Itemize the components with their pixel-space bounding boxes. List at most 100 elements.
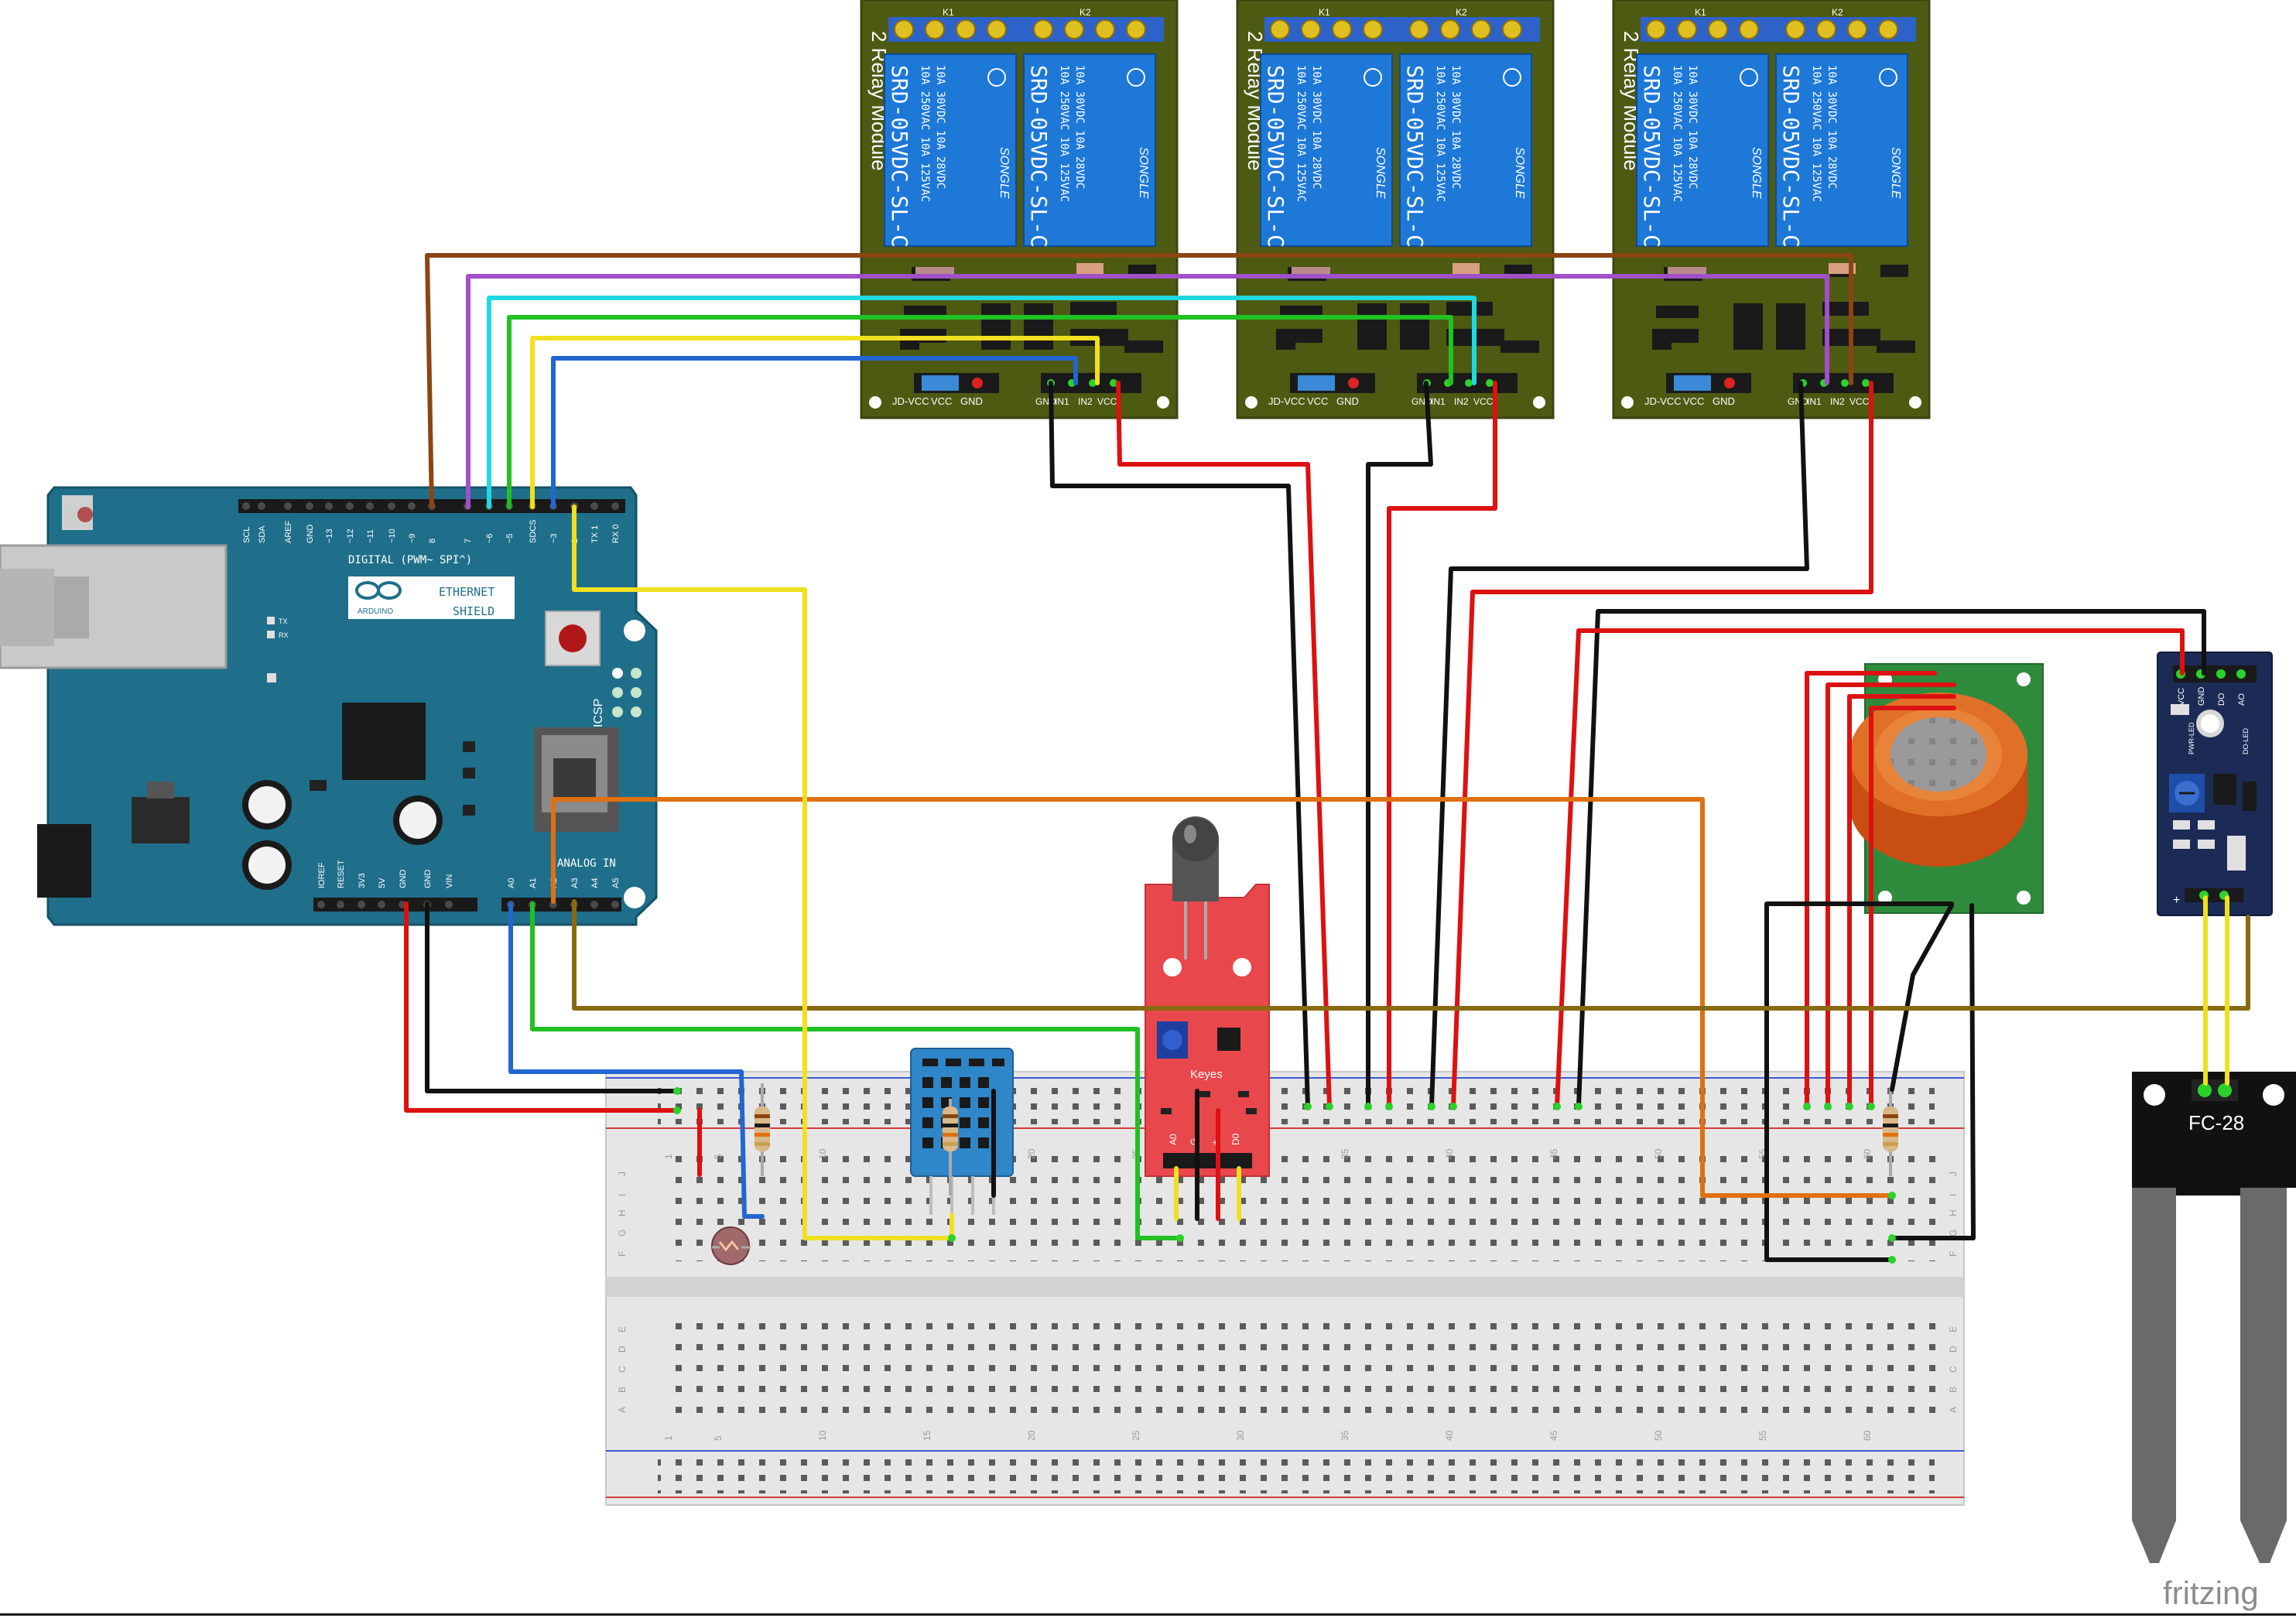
- top-pin-label: 7: [464, 539, 473, 543]
- row-letter: J: [1948, 1172, 1959, 1176]
- fc-led-label-pwr: PWR-LED: [2188, 722, 2195, 754]
- wire-green-relay: [507, 315, 1453, 509]
- row-letter: I: [1948, 1194, 1959, 1196]
- input-pin-label: VCC: [1849, 396, 1870, 407]
- flame-pin-a0: A0: [1168, 1134, 1179, 1145]
- arduino-ethernet-board: ICSP TX RX ARDUINO ETHERNET SHIELD DIGIT…: [0, 486, 658, 926]
- column-number: 20: [1026, 1430, 1037, 1441]
- column-number: 25: [1131, 1430, 1141, 1441]
- relay-rating-dc: 10A 30VDC 10A 28VDC: [1449, 65, 1462, 189]
- analog-header-label: ANALOG IN: [557, 857, 616, 870]
- relay-rating-dc: 10A 30VDC 10A 28VDC: [934, 65, 946, 189]
- row-letter: E: [617, 1326, 628, 1332]
- arduino-infinity-logo: [355, 581, 402, 600]
- row-letter: D: [617, 1346, 628, 1353]
- ethernet-chip: [342, 703, 426, 780]
- relay-model: SRD-05VDC-SL-C: [887, 65, 912, 248]
- top-pin-label: ~6: [485, 533, 494, 543]
- jumper-label: GND: [960, 395, 983, 407]
- row-letter: F: [1948, 1251, 1959, 1257]
- wire-blue-relay: [551, 356, 1078, 509]
- flame-pin-d0: D0: [1230, 1133, 1241, 1145]
- row-letter: J: [617, 1172, 628, 1176]
- top-pin-label: SDA: [258, 525, 267, 543]
- relay-rating-ac: 10A 250VAC 10A 125VAC: [1810, 65, 1822, 202]
- flame-sensor: Keyes A0 G + D0: [1145, 816, 1270, 1177]
- wire-black-relay3: [1429, 381, 1809, 1109]
- input-pin-label: IN2: [1454, 396, 1469, 407]
- input-pin-label: VCC: [1097, 396, 1117, 407]
- column-number: 40: [1444, 1148, 1455, 1159]
- relay-brand: SONGLE: [1137, 147, 1150, 199]
- column-number: 60: [1862, 1430, 1873, 1441]
- bottom-pin-label: 3V3: [358, 873, 367, 888]
- bottom-pin-label: GND: [399, 870, 408, 889]
- column-number: 35: [1340, 1430, 1350, 1441]
- wire-red-mq-4: [1869, 706, 1956, 1109]
- column-number: 45: [1548, 1430, 1559, 1441]
- fc28-module: VCC GND DO AO PWR-LED DO-LED +: [2157, 652, 2273, 916]
- row-letter: D: [1948, 1346, 1959, 1353]
- wire-olive: [572, 899, 2250, 1011]
- power-jack: [37, 824, 91, 898]
- top-pin-label: RX 0: [611, 525, 621, 543]
- relay-rating-dc: 10A 30VDC 10A 28VDC: [1310, 65, 1323, 189]
- terminal-k2-label: K2: [1456, 7, 1467, 18]
- wire-black-relay2: [1366, 381, 1433, 1109]
- fc-pin-ao: AO: [2237, 693, 2246, 706]
- wire-red-relay3: [1451, 381, 1873, 1109]
- wire-black-gnd: [425, 901, 679, 1093]
- fc28-probe: FC-28: [2132, 1072, 2296, 1563]
- terminal-k1-label: K1: [943, 7, 954, 18]
- wire-red-mq-3: [1847, 694, 1956, 1109]
- row-letter: G: [617, 1230, 628, 1237]
- top-pin-label: 8: [428, 539, 437, 543]
- top-pin-label: TX 1: [590, 525, 600, 543]
- relay-brand: SONGLE: [997, 147, 1011, 199]
- top-pin-label: GND: [306, 525, 315, 544]
- input-pin-label: IN1: [1055, 396, 1069, 407]
- fc-led-label-do: DO-LED: [2242, 727, 2250, 754]
- wire-black-mq-c: [1764, 901, 1954, 1262]
- terminal-k2-label: K2: [1832, 7, 1843, 18]
- bottom-pin-label: 5V: [378, 877, 387, 888]
- relay-brand: SONGLE: [1374, 147, 1387, 199]
- breadboard: [605, 1071, 1965, 1506]
- top-pin-label: ~5: [505, 533, 515, 543]
- row-letter: B: [1948, 1387, 1959, 1393]
- wire-blue-a0: [508, 901, 765, 1219]
- column-number: 20: [1026, 1148, 1037, 1159]
- input-pin-label: IN2: [1078, 396, 1093, 407]
- jumper-label: GND: [1713, 395, 1735, 407]
- relay-rating-dc: 10A 30VDC 10A 28VDC: [1073, 65, 1086, 189]
- analog-header: [501, 898, 621, 912]
- row-letter: H: [617, 1209, 628, 1216]
- row-letter: G: [1948, 1230, 1959, 1237]
- resistor-2: [943, 1099, 958, 1196]
- relay-rating-ac: 10A 250VAC 10A 125VAC: [1671, 65, 1683, 202]
- column-number: 1: [663, 1154, 674, 1159]
- flame-pin-g: G: [1189, 1138, 1199, 1145]
- column-number: 35: [1340, 1148, 1350, 1159]
- row-letter: A: [617, 1407, 628, 1413]
- wire-purple: [466, 274, 1829, 509]
- jumper-label: GND: [1336, 395, 1359, 407]
- row-letter: H: [1948, 1209, 1959, 1216]
- row-letter: C: [1948, 1366, 1959, 1373]
- row-letter: B: [617, 1387, 628, 1393]
- relay-rating-ac: 10A 250VAC 10A 125VAC: [1434, 65, 1446, 202]
- rx-led-label: RX: [279, 631, 289, 639]
- column-number: 50: [1653, 1148, 1664, 1159]
- brand-label: ARDUINO: [358, 607, 393, 616]
- input-pin-label: IN1: [1807, 396, 1822, 407]
- top-pin-label: ~13: [325, 529, 334, 543]
- wire-red-mq-2: [1826, 682, 1956, 1109]
- bottom-frame-line: [0, 1613, 2296, 1616]
- relay-rating-ac: 10A 250VAC 10A 125VAC: [1295, 65, 1307, 202]
